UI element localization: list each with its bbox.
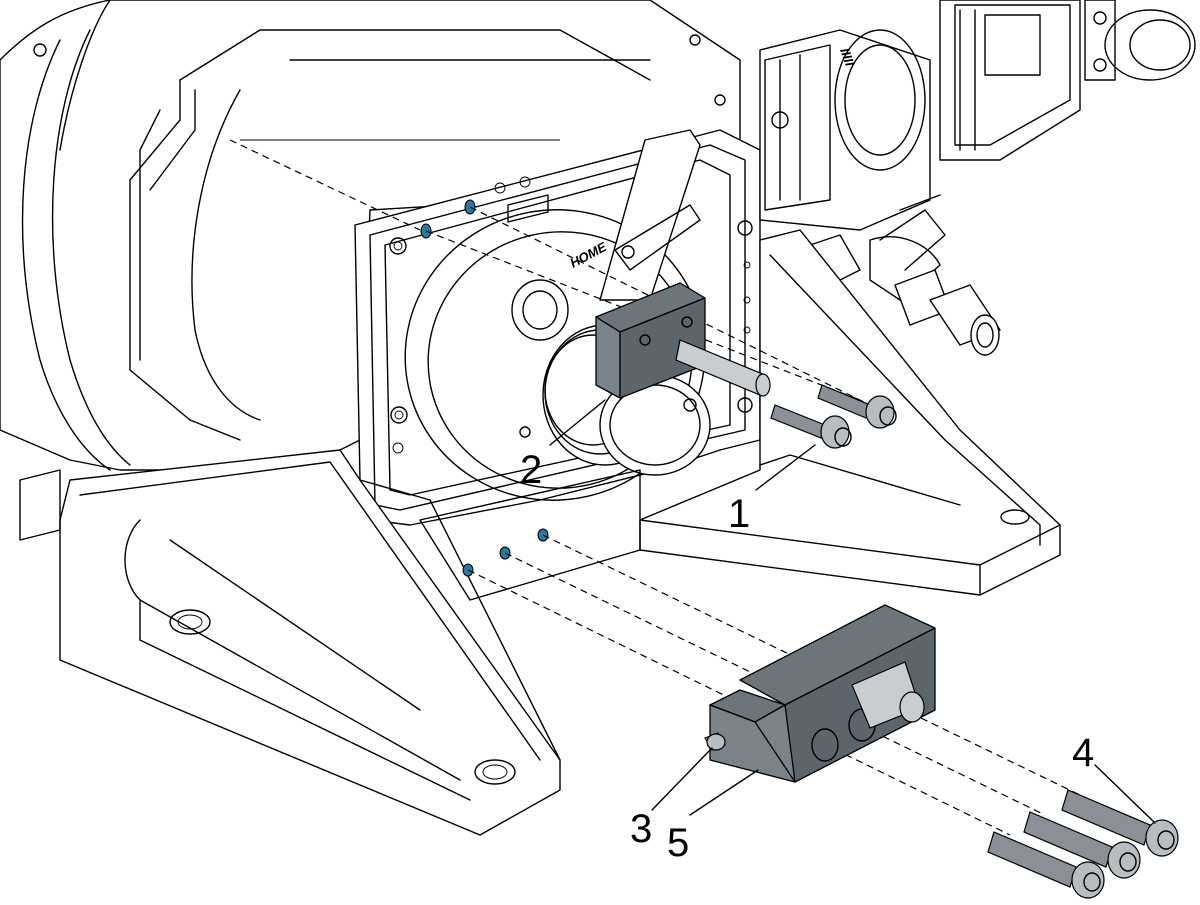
rotary-housing [0,0,741,471]
upper-tool-block [595,282,771,399]
callout-2: 2 [520,448,542,492]
cap-screws [987,789,1179,899]
callout-5: 5 [667,821,689,865]
left-base [19,449,641,836]
callout-1: 1 [728,492,750,536]
callout-3: 3 [630,807,652,851]
motor-assembly: IIIII [759,0,1196,231]
lower-tool-block [704,604,936,783]
faceplate: HOME [354,129,761,526]
air-fitting [809,194,1001,356]
coupling-engraving: IIIII [837,46,857,68]
callout-4: 4 [1072,731,1094,775]
shoulder-bolts [770,384,897,449]
right-bracket [639,229,1061,596]
leader-lines [549,399,1156,824]
